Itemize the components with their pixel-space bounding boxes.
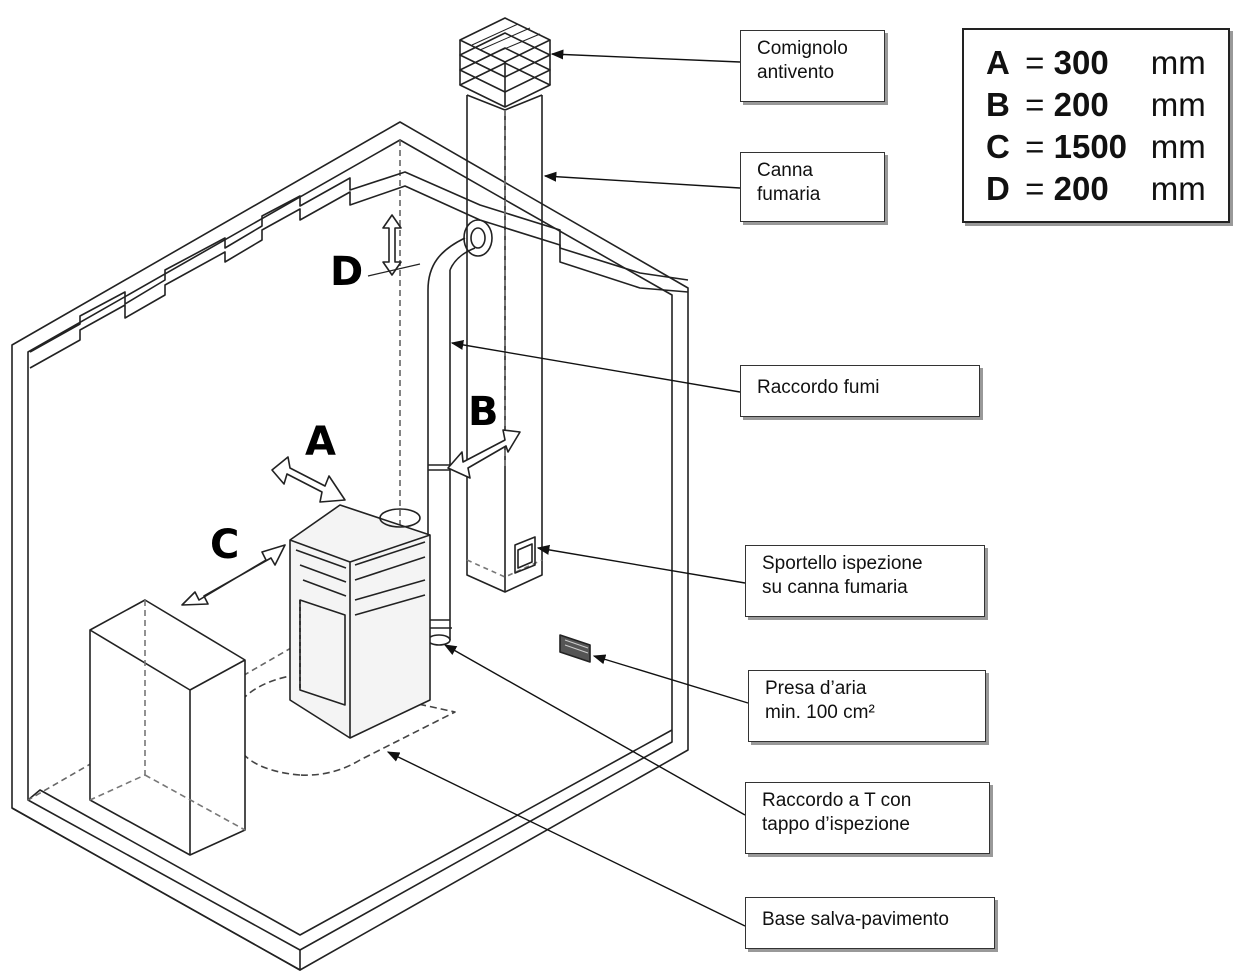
callout-line: tappo d’ispezione (762, 814, 910, 835)
furniture-box (89, 599, 246, 856)
callout-line: Raccordo fumi (757, 377, 880, 398)
callout-line: su canna fumaria (762, 577, 908, 598)
leader-raccordo-t (443, 644, 746, 816)
callout-line: antivento (757, 62, 835, 83)
flue-chimney (466, 94, 543, 593)
clearance-arrow-c (181, 544, 286, 606)
dimension-value: 1500 (1053, 128, 1128, 165)
leader-sportello (536, 544, 746, 584)
clearance-arrow-d (382, 214, 402, 276)
dimension-unit: mm (1150, 170, 1206, 207)
leader-base (386, 751, 746, 927)
clearance-arrow-a (271, 456, 346, 503)
callout-raccordo-fumi: Raccordo fumi (740, 365, 980, 417)
dimension-value: 300 (1053, 44, 1109, 81)
dimension-key: A (986, 44, 1010, 81)
dimension-row-b: B = 200 mm (986, 84, 1206, 126)
marker-b: B (468, 389, 499, 435)
dimension-eq: = (1025, 86, 1045, 123)
flue-inspection-door (514, 536, 536, 574)
callout-line: Canna (757, 160, 813, 181)
dimension-eq: = (1025, 44, 1045, 81)
dimensions-legend: A = 300 mm B = 200 mm C = 1500 mm D = 20… (962, 28, 1230, 223)
air-intake-grille (559, 634, 591, 663)
floor-protection-base (231, 675, 456, 776)
chimney-cap (459, 17, 551, 108)
callout-line: Base salva-pavimento (762, 909, 949, 930)
dimension-key: D (986, 170, 1010, 207)
pellet-stove (289, 504, 431, 739)
marker-c: C (210, 522, 239, 568)
callout-raccordo-t: Raccordo a T con tappo d’ispezione (745, 782, 990, 854)
dimension-eq: = (1025, 170, 1045, 207)
leader-comignolo (550, 49, 741, 63)
dimension-value: 200 (1053, 86, 1109, 123)
dimension-row-c: C = 1500 mm (986, 126, 1206, 168)
callout-comignolo-antivento: Comignolo antivento (740, 30, 885, 102)
dimension-value: 200 (1053, 170, 1109, 207)
dimension-row-a: A = 300 mm (986, 42, 1206, 84)
callout-base-salva-pavimento: Base salva-pavimento (745, 897, 995, 949)
dimension-unit: mm (1150, 128, 1206, 165)
marker-a: A (305, 419, 336, 465)
callout-line: Comignolo (757, 38, 848, 59)
dimension-key: B (986, 86, 1010, 123)
callout-sportello-ispezione: Sportello ispezione su canna fumaria (745, 545, 985, 617)
callout-line: Presa d’aria (765, 678, 867, 699)
dimension-row-d: D = 200 mm (986, 168, 1206, 210)
callout-line: Sportello ispezione (762, 553, 923, 574)
clearance-arrow-b (447, 429, 521, 479)
callout-line: Raccordo a T con (762, 790, 912, 811)
callout-line: fumaria (757, 184, 821, 205)
callout-canna-fumaria: Canna fumaria (740, 152, 885, 222)
leader-canna (543, 171, 741, 189)
leader-presa (592, 654, 749, 704)
dimension-unit: mm (1150, 86, 1206, 123)
callout-line: min. 100 cm² (765, 702, 875, 723)
callout-presa-aria: Presa d’aria min. 100 cm² (748, 670, 986, 742)
leader-raccordo-fumi (450, 339, 741, 393)
dimension-key: C (986, 128, 1010, 165)
dimension-unit: mm (1150, 44, 1206, 81)
dimension-eq: = (1025, 128, 1045, 165)
marker-d: D (330, 249, 363, 295)
